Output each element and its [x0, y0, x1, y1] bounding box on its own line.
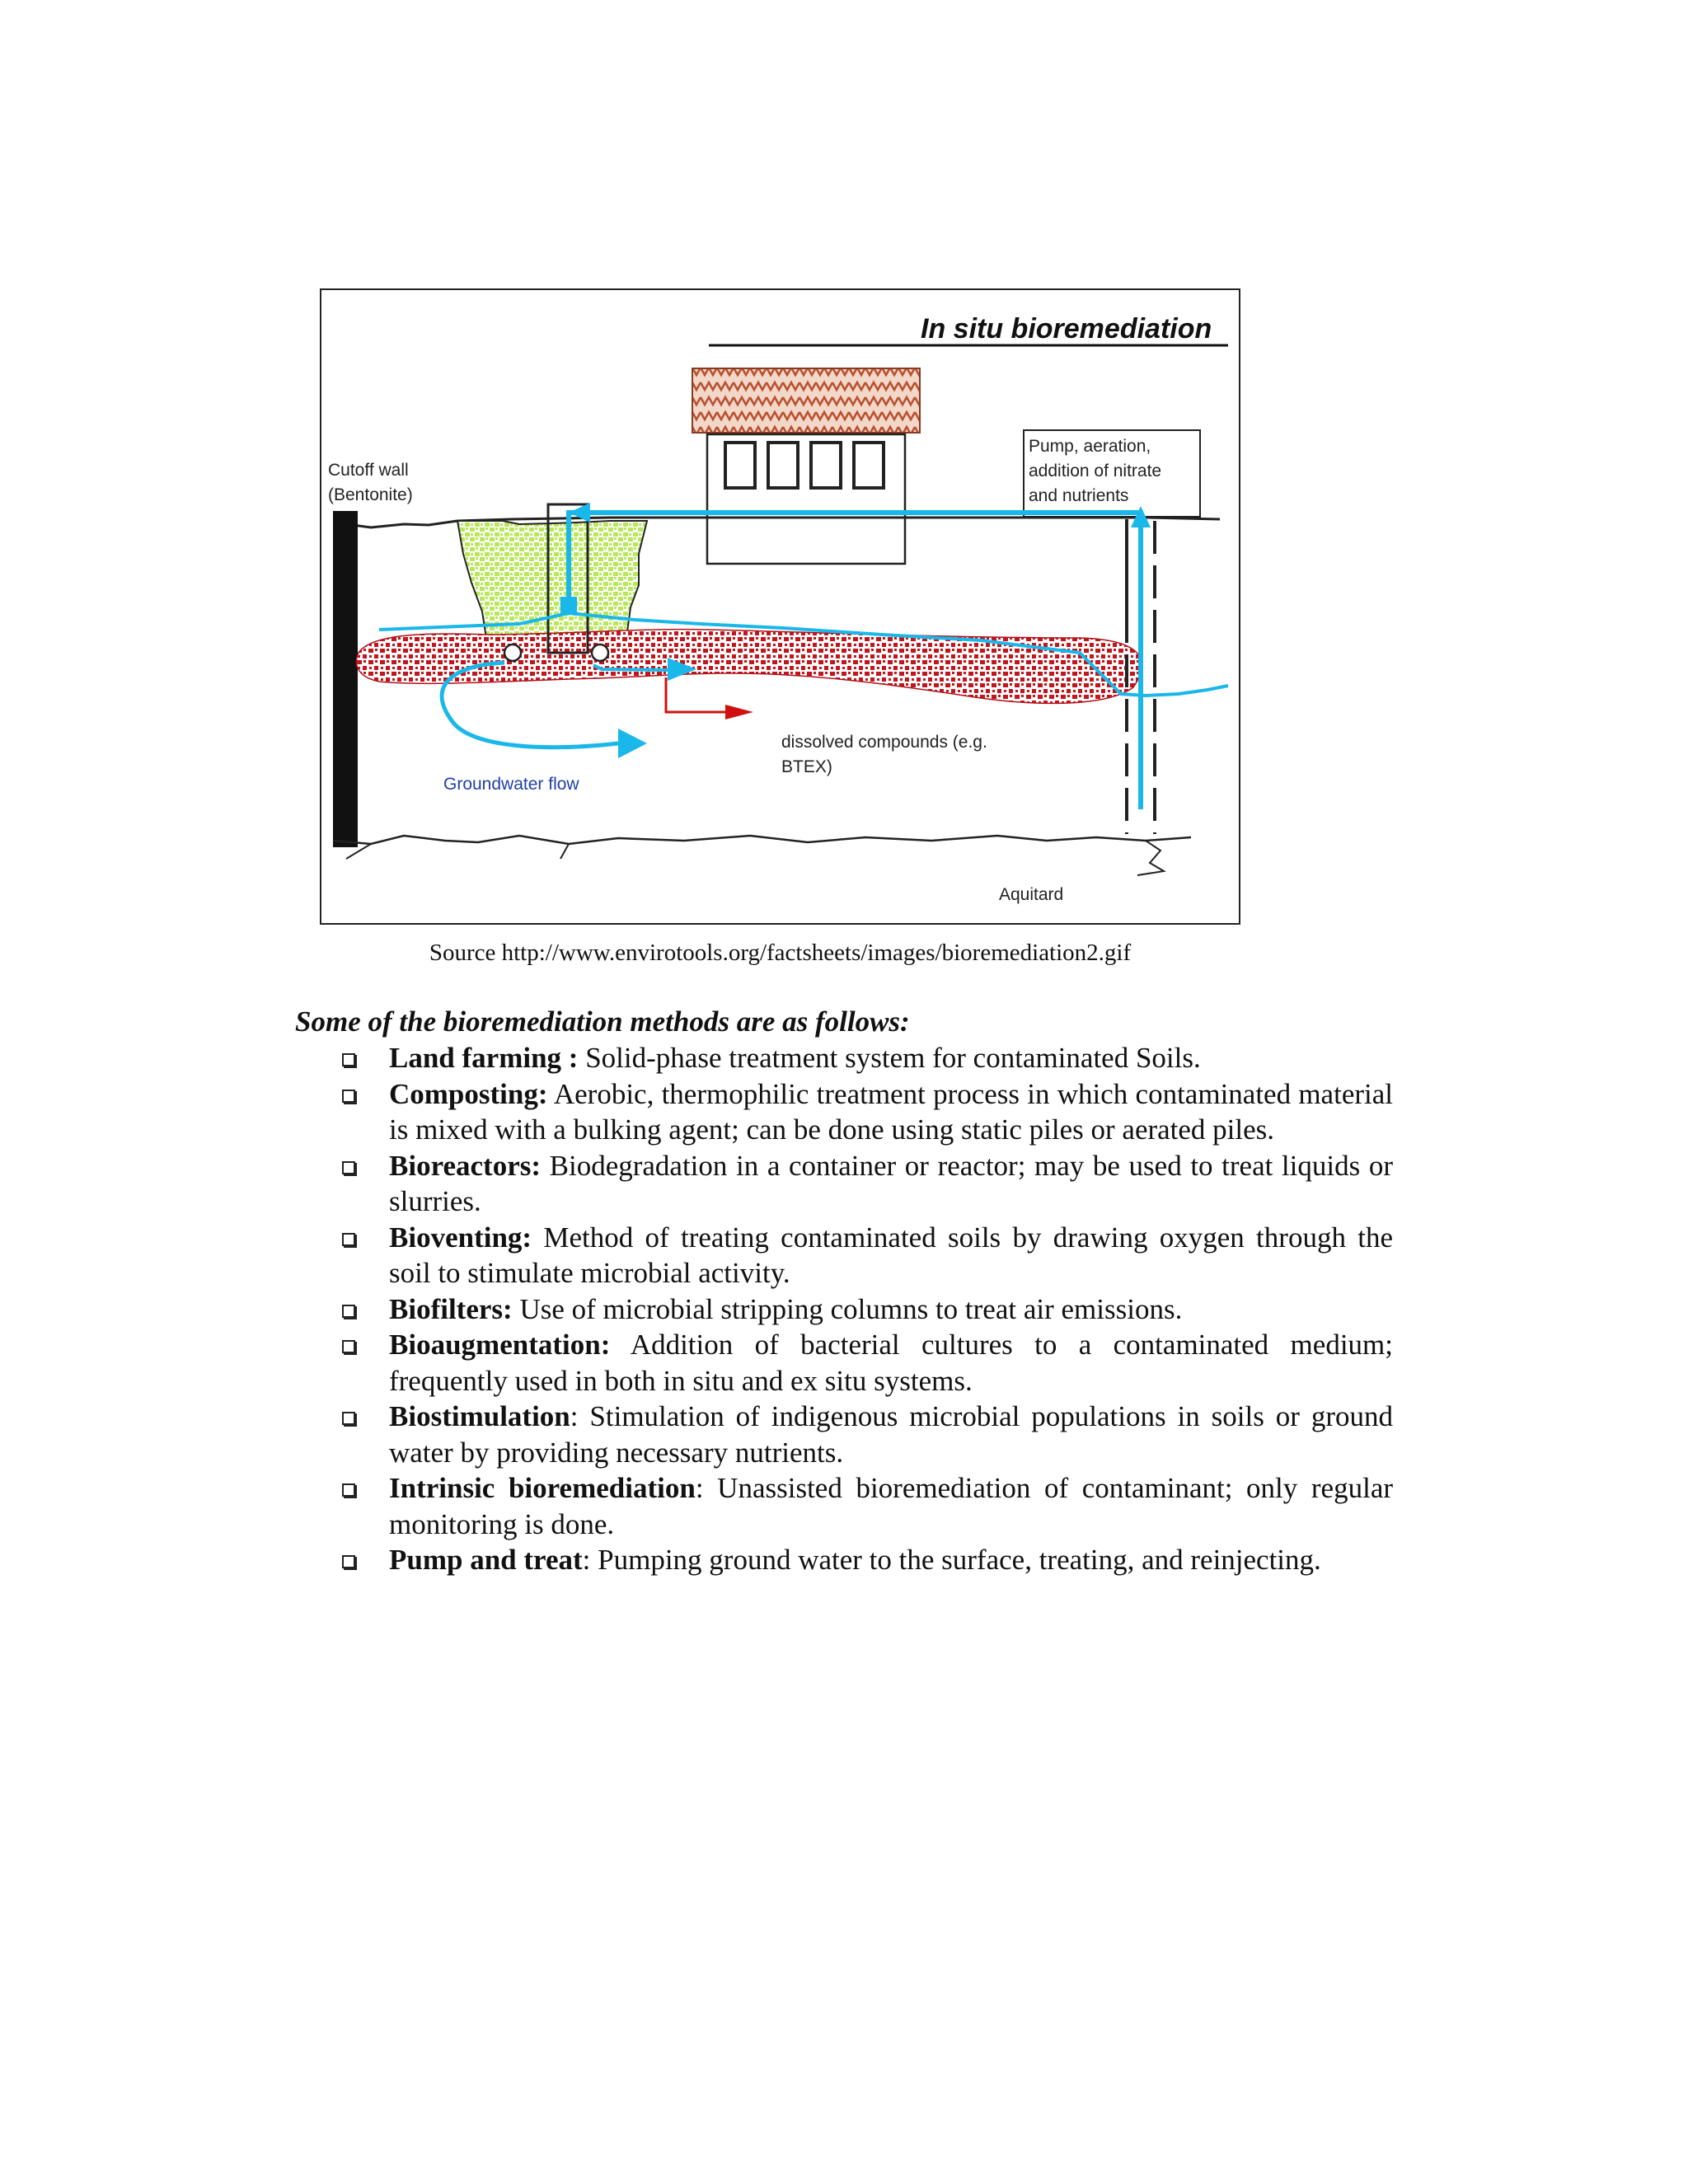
dissolved-label: dissolved compounds (e.g. — [781, 733, 987, 752]
cutoff-wall — [333, 511, 358, 847]
recirculation-arrow-left — [569, 503, 590, 523]
method-term: Bioaugmentation: — [389, 1329, 611, 1361]
groundwater-arrow-down — [618, 729, 647, 758]
groundwater-label: Groundwater flow — [443, 775, 579, 794]
method-term: Composting: — [389, 1077, 548, 1110]
method-description: : Unassisted bioremediation of contamina… — [389, 1472, 1394, 1540]
method-item: Pump and treat: Pumping ground water to … — [340, 1542, 1393, 1578]
method-description: Solid-phase treatment system for contami… — [578, 1042, 1201, 1074]
method-item: Bioaugmentation: Addition of bacterial c… — [340, 1327, 1393, 1399]
checkbox-bullet-icon — [342, 1483, 355, 1497]
pump-label-line: and nutrients — [1029, 486, 1128, 505]
aquitard-tick — [560, 843, 570, 860]
dissolved-flow-line — [664, 677, 725, 714]
trench-outlet — [560, 597, 577, 615]
aquitard-label: Aquitard — [999, 885, 1063, 904]
groundwater-flow-curve — [439, 660, 619, 750]
building-window — [809, 441, 842, 490]
method-term: Biofilters: — [389, 1292, 513, 1325]
checkbox-bullet-icon — [342, 1340, 355, 1353]
method-description: Addition of bacterial cultures to a cont… — [389, 1329, 1393, 1397]
aquitard-tick — [1137, 840, 1166, 876]
injection-well — [546, 503, 589, 654]
pump-label-line: Pump, aeration, — [1029, 437, 1151, 456]
method-term: Biostimulation — [389, 1400, 570, 1432]
checkbox-bullet-icon — [342, 1304, 355, 1318]
checkbox-bullet-icon — [342, 1232, 355, 1246]
method-description: Use of microbial stripping columns to tr… — [512, 1292, 1183, 1325]
methods-list: Land farming : Solid-phase treatment sys… — [340, 1040, 1393, 1578]
cutoff-wall-label: Cutoff wall — [328, 461, 409, 480]
bioremediation-diagram: In situ bioremediation Pump, aeration, a… — [320, 288, 1240, 925]
infiltration-trench — [456, 520, 649, 639]
method-item: Biostimulation: Stimulation of indigenou… — [340, 1399, 1393, 1470]
checkbox-bullet-icon — [342, 1160, 355, 1174]
recirculation-pipe — [566, 510, 1143, 809]
method-description: : Stimulation of indigenous microbial po… — [389, 1400, 1393, 1469]
method-item: Composting: Aerobic, thermophilic treatm… — [340, 1076, 1393, 1148]
method-item: Intrinsic bioremediation: Unassisted bio… — [340, 1470, 1393, 1542]
pump-box — [1023, 429, 1201, 518]
building-roof — [692, 368, 921, 434]
method-item: Bioreactors: Biodegradation in a contain… — [340, 1148, 1393, 1220]
method-description: Biodegradation in a container or reactor… — [389, 1149, 1393, 1218]
checkbox-bullet-icon — [342, 1053, 355, 1066]
dissolved-label: BTEX) — [781, 757, 832, 776]
building-window — [724, 441, 757, 490]
contaminant-plume — [355, 628, 1142, 705]
recirculation-arrow-up — [1131, 506, 1151, 527]
pump-label-line: addition of nitrate — [1029, 462, 1161, 480]
flow-under-plume — [593, 663, 668, 672]
dissolved-flow-arrow — [725, 705, 753, 719]
building-window — [852, 441, 885, 490]
cutoff-wall-label: (Bentonite) — [328, 485, 413, 504]
section-heading: Some of the bioremediation methods are a… — [295, 1005, 910, 1038]
method-description: Method of treating contaminated soils by… — [389, 1221, 1393, 1290]
method-item: Bioventing: Method of treating contamina… — [340, 1220, 1393, 1291]
checkbox-bullet-icon — [342, 1089, 355, 1103]
well-screen-right — [590, 643, 610, 663]
method-term: Intrinsic bioremediation — [389, 1472, 696, 1504]
method-description: : Pumping ground water to the surface, t… — [582, 1544, 1321, 1576]
method-term: Bioreactors: — [389, 1149, 542, 1182]
building-window — [767, 441, 799, 490]
flow-under-plume-arrow — [668, 658, 696, 681]
aquitard-tick — [345, 843, 372, 860]
method-item: Land farming : Solid-phase treatment sys… — [340, 1040, 1393, 1076]
method-description: Aerobic, thermophilic treatment process … — [389, 1077, 1393, 1146]
well-screen-left — [503, 643, 523, 663]
water-table — [378, 611, 1229, 698]
aquitard-line — [332, 834, 1192, 846]
method-item: Biofilters: Use of microbial stripping c… — [340, 1291, 1393, 1328]
checkbox-bullet-icon — [342, 1412, 355, 1425]
figure-caption: Source http://www.envirotools.org/factsh… — [429, 940, 1132, 966]
checkbox-bullet-icon — [342, 1555, 355, 1568]
method-term: Pump and treat — [389, 1544, 583, 1576]
method-term: Bioventing: — [389, 1221, 532, 1254]
method-term: Land farming : — [389, 1042, 579, 1074]
diagram-title: In situ bioremediation — [921, 313, 1212, 344]
